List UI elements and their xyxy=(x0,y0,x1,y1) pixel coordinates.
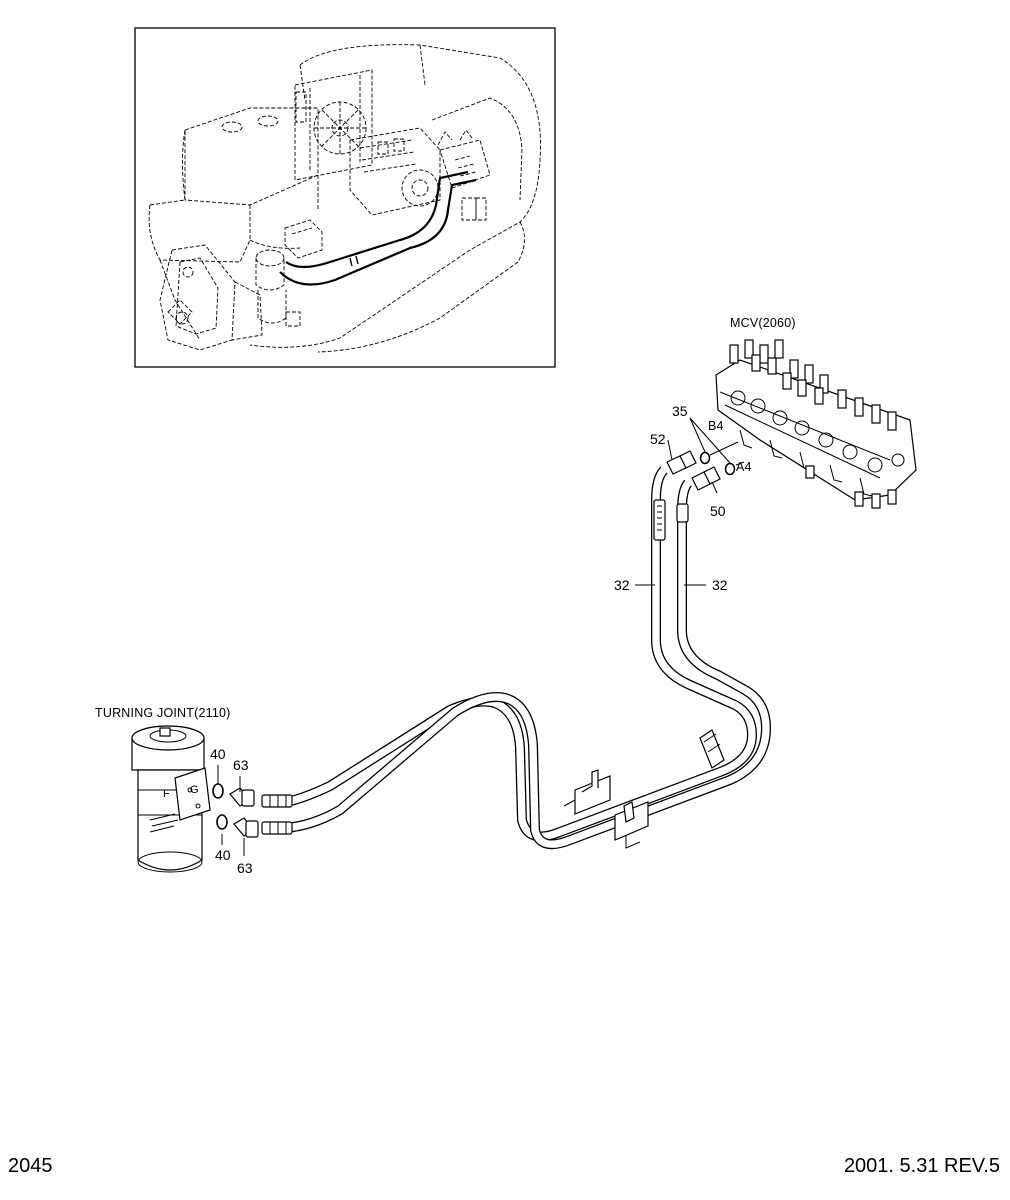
oring-40-bottom xyxy=(216,814,228,830)
port-a4-label: A4 xyxy=(736,460,752,474)
hose-right xyxy=(284,479,772,850)
radiator-fan xyxy=(294,69,373,181)
callout-40-bottom: 40 xyxy=(215,847,231,863)
swing-motor xyxy=(255,219,323,327)
callout-63-bottom: 63 xyxy=(237,860,253,876)
turning-joint-label: TURNING JOINT(2110) xyxy=(95,706,231,720)
cab-housing xyxy=(148,107,319,341)
revision-date: 2001. 5.31 REV.5 xyxy=(844,1155,1000,1177)
boom-bracket xyxy=(159,244,263,351)
callout-leaders xyxy=(217,417,731,856)
callout-35: 35 xyxy=(672,403,688,419)
adapter-50 xyxy=(691,466,721,491)
main-control-valve xyxy=(715,339,917,509)
port-f-label: F xyxy=(163,788,170,800)
callout-63-top: 63 xyxy=(233,757,249,773)
elbow-63-bottom xyxy=(233,817,259,838)
callout-50: 50 xyxy=(710,503,726,519)
callout-40-top: 40 xyxy=(210,746,226,762)
oring-40-top xyxy=(212,783,224,799)
hoses-32 xyxy=(261,466,772,850)
port-b4-label: B4 xyxy=(708,419,724,433)
callout-32-left: 32 xyxy=(614,577,630,593)
elbow-63-top xyxy=(229,787,255,807)
inset-hydraulic-lines xyxy=(279,170,477,286)
turning-joint xyxy=(131,725,211,873)
hose-bracket-1 xyxy=(563,769,611,815)
oring-a4 xyxy=(724,462,736,476)
callout-32-right: 32 xyxy=(712,577,728,593)
mcv-spools xyxy=(729,339,897,431)
hose-left xyxy=(284,466,758,842)
mcv-fittings xyxy=(666,441,745,491)
port-g-label: G xyxy=(190,784,199,796)
hose-clamp-upper xyxy=(699,729,725,769)
oring-35 xyxy=(699,451,711,465)
rear-body-outline xyxy=(249,44,541,353)
main-pump xyxy=(437,129,491,221)
mcv-sections xyxy=(730,390,905,509)
page-number: 2045 xyxy=(8,1155,53,1177)
mcv-label: MCV(2060) xyxy=(730,316,796,330)
callout-52: 52 xyxy=(650,431,666,447)
joint-fittings xyxy=(212,783,259,838)
hose-bracket-2 xyxy=(614,801,649,849)
machine-overview-inset xyxy=(134,27,556,368)
